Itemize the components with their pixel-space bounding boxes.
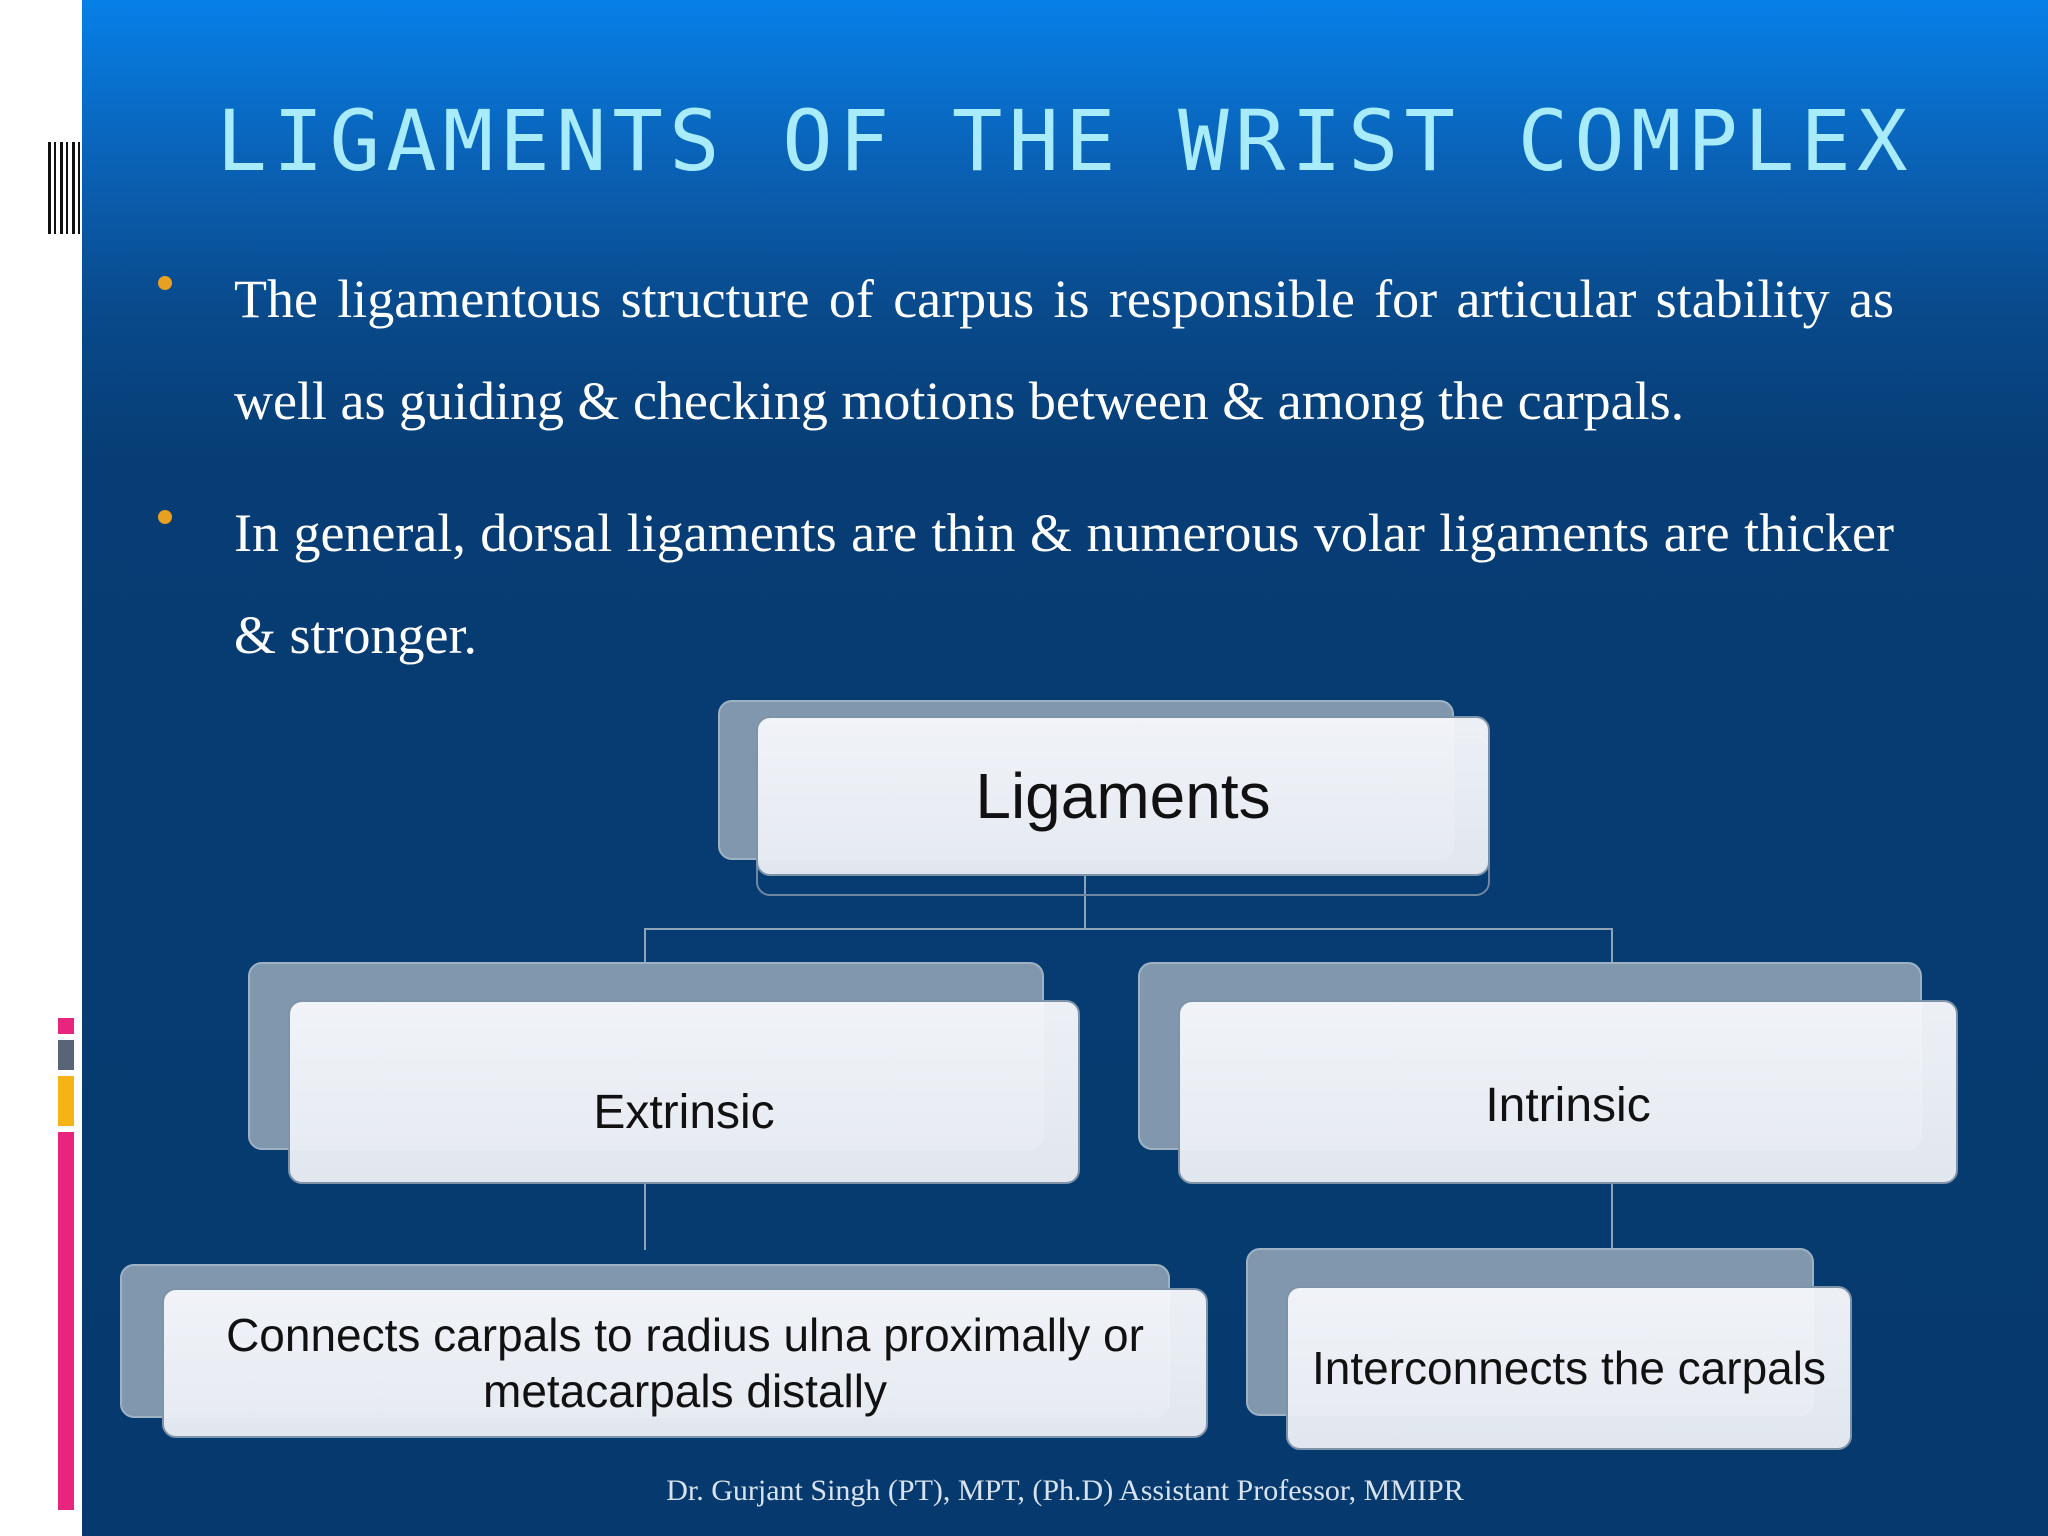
extrinsic-node-label: Extrinsic bbox=[593, 1085, 775, 1139]
intrinsic-description-node: Interconnects the carpals bbox=[1286, 1286, 1852, 1450]
connector-extrinsic-up bbox=[644, 928, 646, 964]
footer-credit: Dr. Gurjant Singh (PT), MPT, (Ph.D) Assi… bbox=[666, 1474, 1464, 1507]
extrinsic-description-text: Connects carpals to radius ulna proximal… bbox=[226, 1309, 1144, 1417]
root-node: Ligaments bbox=[756, 716, 1490, 876]
bullet-text: The ligamentous structure of carpus is r… bbox=[234, 269, 1894, 431]
connector-intrinsic-down bbox=[1611, 1184, 1613, 1250]
connector-root-down bbox=[1084, 875, 1086, 929]
connector-horizontal bbox=[644, 928, 1613, 930]
left-decor-strip bbox=[0, 0, 82, 1536]
bullet-dot-icon bbox=[158, 510, 172, 524]
bullet-dot-icon bbox=[158, 276, 172, 290]
bullet-item: The ligamentous structure of carpus is r… bbox=[82, 248, 2048, 452]
extrinsic-description-node: Connects carpals to radius ulna proximal… bbox=[162, 1288, 1208, 1438]
ligament-hierarchy-diagram: Ligaments Extrinsic Intrinsic Connects c… bbox=[82, 0, 2048, 1536]
connector-intrinsic-up bbox=[1611, 928, 1613, 964]
yellow-bar-decoration bbox=[58, 1076, 74, 1126]
connector-extrinsic-down bbox=[644, 1184, 646, 1250]
intrinsic-node: Intrinsic bbox=[1178, 1000, 1958, 1184]
extrinsic-node: Extrinsic bbox=[288, 1000, 1080, 1184]
slide-title: LIGAMENTS OF THE WRIST COMPLEX bbox=[216, 92, 1914, 190]
root-node-label: Ligaments bbox=[975, 760, 1271, 832]
intrinsic-node-label: Intrinsic bbox=[1485, 1078, 1651, 1132]
slate-bar-decoration bbox=[58, 1040, 74, 1070]
bullet-text: In general, dorsal ligaments are thin & … bbox=[234, 503, 1894, 665]
bullet-list: The ligamentous structure of carpus is r… bbox=[82, 248, 2048, 716]
barcode-decoration bbox=[48, 142, 80, 234]
bullet-item: In general, dorsal ligaments are thin & … bbox=[82, 482, 2048, 686]
pink-square-decoration bbox=[58, 1018, 74, 1034]
intrinsic-description-text: Interconnects the carpals bbox=[1312, 1342, 1826, 1394]
pink-bar-decoration bbox=[58, 1132, 74, 1510]
slide: LIGAMENTS OF THE WRIST COMPLEX The ligam… bbox=[82, 0, 2048, 1536]
